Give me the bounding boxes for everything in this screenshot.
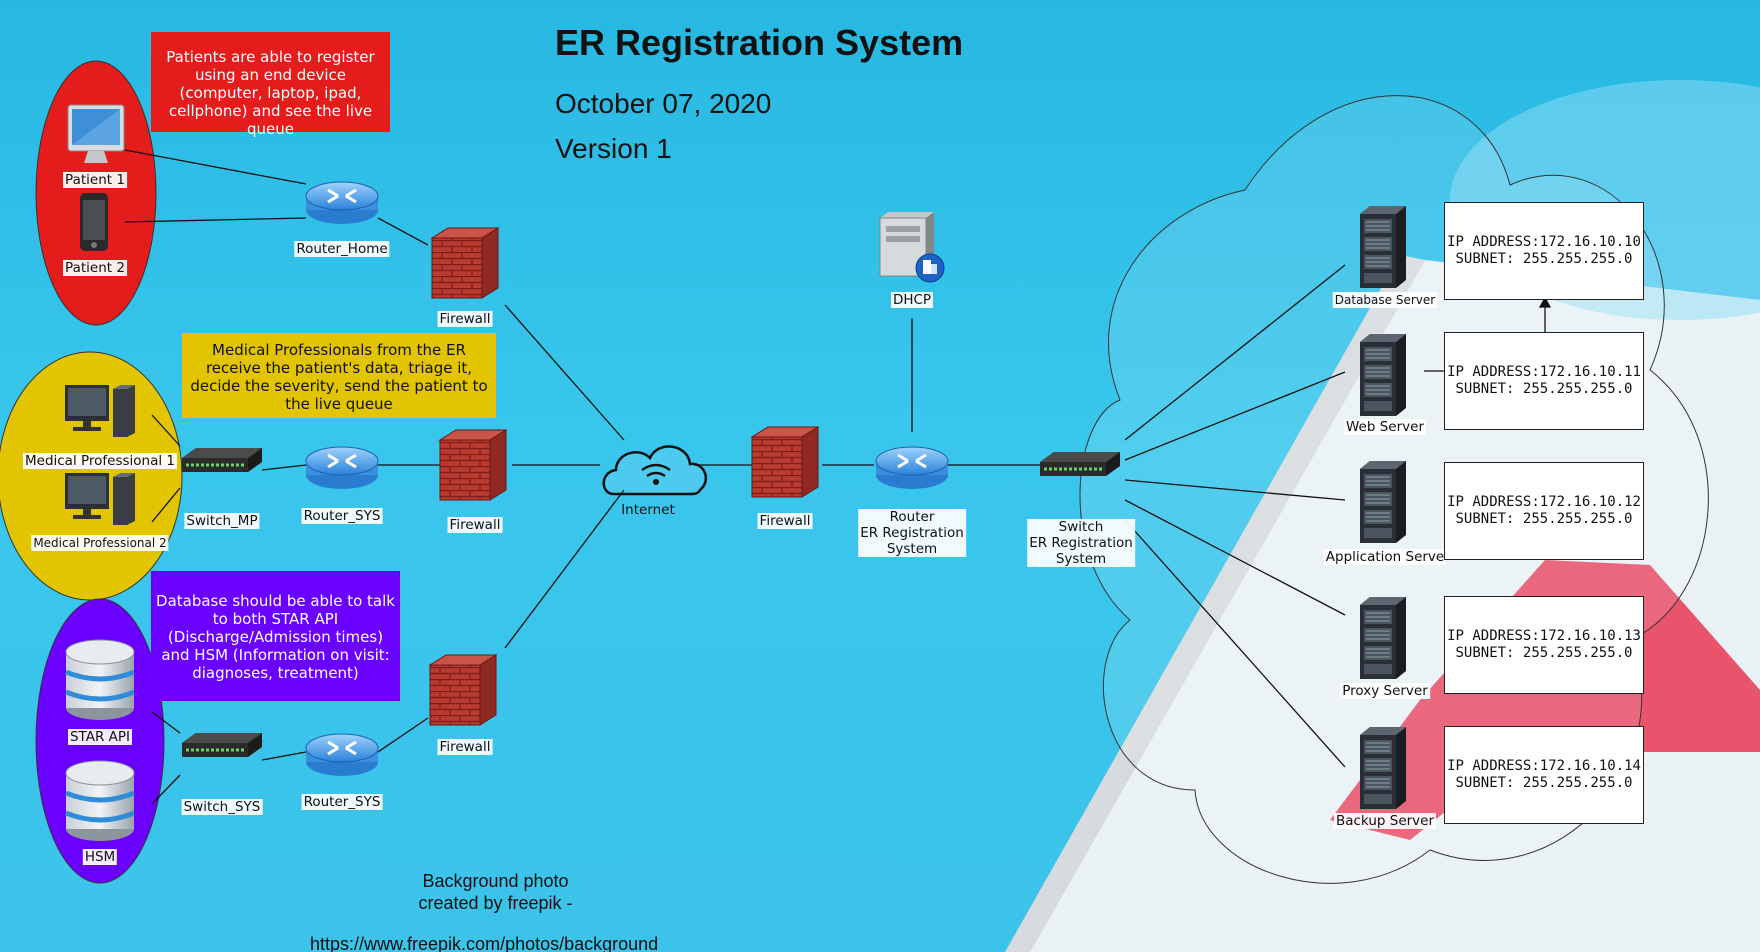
router-er-label: Router ER Registration System <box>858 509 966 557</box>
server-label: Application Serve <box>1323 549 1447 565</box>
server-label: Web Server <box>1344 419 1426 435</box>
ip-address-text: IP ADDRESS:172.16.10.13 <box>1447 628 1641 644</box>
star-api-label: STAR API <box>67 729 133 745</box>
patients-note: Patients are able to register using an e… <box>151 32 390 138</box>
firewall-top-label: Firewall <box>437 311 493 327</box>
firewall-bottom-label: Firewall <box>437 739 493 755</box>
server-label: Proxy Server <box>1340 683 1430 699</box>
firewall-icon <box>429 654 497 726</box>
firewall-icon <box>439 429 507 501</box>
router-icon <box>304 180 380 226</box>
patient1-label: Patient 1 <box>63 172 127 188</box>
firewall-mid-label: Firewall <box>447 517 503 533</box>
subnet-text: SUBNET: 255.255.255.0 <box>1455 645 1633 661</box>
router-icon <box>874 445 950 491</box>
firewall-icon <box>751 426 819 498</box>
server-icon <box>1359 596 1407 680</box>
server-icon <box>1359 726 1407 810</box>
server-icon <box>1359 460 1407 544</box>
switch-icon <box>1038 450 1122 478</box>
subnet-text: SUBNET: 255.255.255.0 <box>1455 775 1633 791</box>
connections <box>124 149 1552 805</box>
server-label: Backup Server <box>1333 813 1437 829</box>
router-home-label: Router_Home <box>294 241 390 257</box>
ip-address-box: IP ADDRESS:172.16.10.12 SUBNET: 255.255.… <box>1444 462 1644 560</box>
medical2-label: Medical Professional 2 <box>31 535 169 551</box>
router-sys-mid-label: Router_SYS <box>301 508 383 524</box>
server-icon <box>1359 333 1407 417</box>
switch-icon <box>180 446 264 474</box>
ip-address-text: IP ADDRESS:172.16.10.14 <box>1447 758 1641 774</box>
server-label: Database Server <box>1332 292 1438 308</box>
switch-sys-label: Switch_SYS <box>181 799 263 815</box>
switch-er-label: Switch ER Registration System <box>1027 519 1135 567</box>
subnet-text: SUBNET: 255.255.255.0 <box>1455 251 1633 267</box>
router-icon <box>304 732 380 778</box>
internet-cloud-icon <box>602 445 708 496</box>
router-sys-bottom-label: Router_SYS <box>301 794 383 810</box>
hsm-label: HSM <box>82 849 118 865</box>
credit-url[interactable]: https://www.freepik.com/photos/backgroun… <box>310 934 659 952</box>
page-title: ER Registration System <box>555 22 964 63</box>
ip-address-text: IP ADDRESS:172.16.10.10 <box>1447 234 1641 250</box>
desktop-pc-icon <box>65 385 135 437</box>
ip-address-box: IP ADDRESS:172.16.10.11 SUBNET: 255.255.… <box>1444 332 1644 430</box>
firewall-icon <box>431 227 499 299</box>
ip-address-box: IP ADDRESS:172.16.10.14 SUBNET: 255.255.… <box>1444 726 1644 824</box>
desktop-pc-icon <box>65 473 135 525</box>
database-icon <box>66 761 134 841</box>
imac-icon <box>67 104 125 163</box>
router-icon <box>304 445 380 491</box>
medical1-label: Medical Professional 1 <box>22 453 178 469</box>
ip-address-text: IP ADDRESS:172.16.10.12 <box>1447 494 1641 510</box>
switch-icon <box>180 731 264 759</box>
subnet-text: SUBNET: 255.255.255.0 <box>1455 381 1633 397</box>
dhcp-label: DHCP <box>890 292 934 308</box>
patient2-label: Patient 2 <box>63 260 127 276</box>
database-note: Database should be able to talk to both … <box>151 571 400 701</box>
subnet-text: SUBNET: 255.255.255.0 <box>1455 511 1633 527</box>
ip-address-box: IP ADDRESS:172.16.10.13 SUBNET: 255.255.… <box>1444 596 1644 694</box>
ip-address-text: IP ADDRESS:172.16.10.11 <box>1447 364 1641 380</box>
credit-line2: created by freepik - <box>418 893 573 913</box>
internet-label: Internet <box>621 502 675 518</box>
page-version: Version 1 <box>555 133 672 164</box>
switch-mp-label: Switch_MP <box>184 513 260 529</box>
ip-address-box: IP ADDRESS:172.16.10.10 SUBNET: 255.255.… <box>1444 202 1644 300</box>
firewall-center-label: Firewall <box>757 513 813 529</box>
database-icon <box>66 640 134 720</box>
medical-note: Medical Professionals from the ER receiv… <box>182 333 496 418</box>
page-date: October 07, 2020 <box>555 88 772 119</box>
phone-icon <box>80 193 108 251</box>
server-icon <box>1359 205 1407 289</box>
credit-line1: Background photo <box>422 871 569 891</box>
dhcp-server-icon <box>879 212 945 283</box>
